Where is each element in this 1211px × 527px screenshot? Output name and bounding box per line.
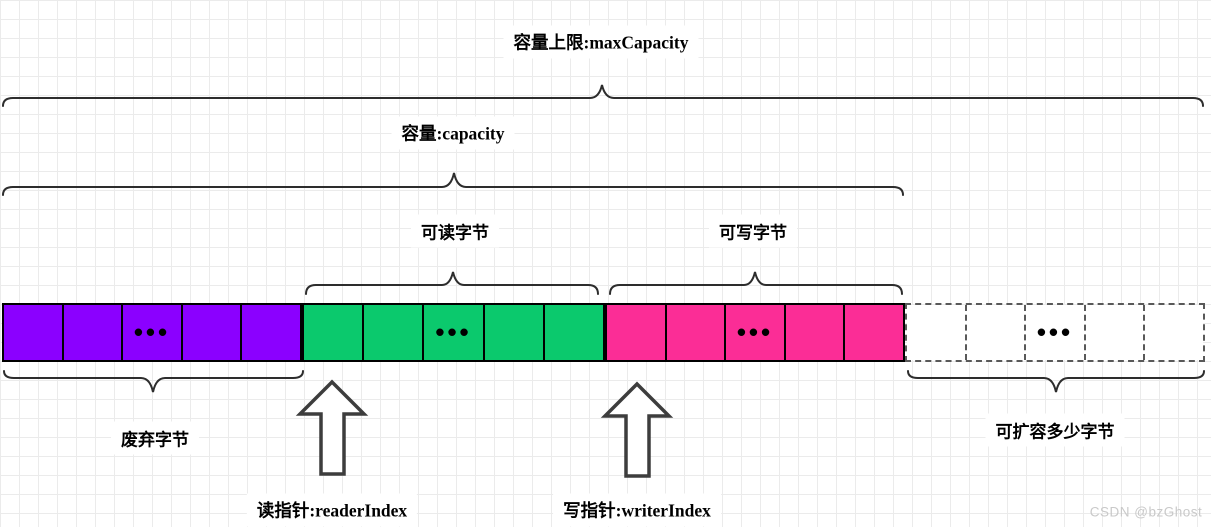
max-capacity-label: 容量上限:maxCapacity [503,25,699,59]
buffer-cell [240,305,300,360]
writer-index-label: 写指针:writerIndex [553,493,721,527]
ellipsis: ••• [1036,316,1074,347]
buffer-cell [843,305,903,360]
buffer-cell [542,305,604,360]
ellipsis: ••• [435,316,472,347]
buffer-cell [362,305,423,360]
expandable-bytes-section: ••• [905,303,1205,362]
reader-index-arrow [295,379,369,476]
buffer-cell [304,305,363,360]
buffer-cell: ••• [724,305,784,360]
buffer-cell [61,305,122,360]
readable-bytes-label: 可读字节 [411,214,499,248]
writable-bytes-label: 可写字节 [709,214,797,248]
buffer-cell [607,305,665,360]
buffer-cell: ••• [121,305,181,360]
discarded-bytes-brace [3,370,304,393]
buffer-cell [664,305,725,360]
readable-bytes-section: ••• [302,303,605,362]
buffer-cell [907,305,965,360]
writable-bytes-brace [609,271,903,295]
csdn-watermark: CSDN @bzGhost [1089,504,1203,520]
capacity-label: 容量:capacity [391,116,515,150]
buffer-cell [783,305,844,360]
buffer-cell [4,305,62,360]
buffer-cell [1083,305,1144,360]
discarded-bytes-label: 废弃字节 [111,421,199,455]
readable-bytes-brace [305,271,599,295]
ellipsis: ••• [736,316,774,347]
expandable-bytes-brace [907,370,1205,393]
ellipsis: ••• [133,316,171,347]
writer-index-arrow [600,381,674,478]
expandable-bytes-label: 可扩容多少字节 [985,413,1125,447]
discarded-bytes-section: ••• [2,303,302,362]
reader-index-label: 读指针:readerIndex [246,493,418,527]
writable-bytes-section: ••• [605,303,905,362]
max-capacity-brace [2,84,1204,107]
buffer-cell: ••• [422,305,483,360]
capacity-brace [2,172,904,196]
buffer-cell [482,305,543,360]
buffer-cell [1143,305,1203,360]
buffer-cell: ••• [1024,305,1084,360]
buffer-cell [964,305,1025,360]
buffer-cell [180,305,241,360]
